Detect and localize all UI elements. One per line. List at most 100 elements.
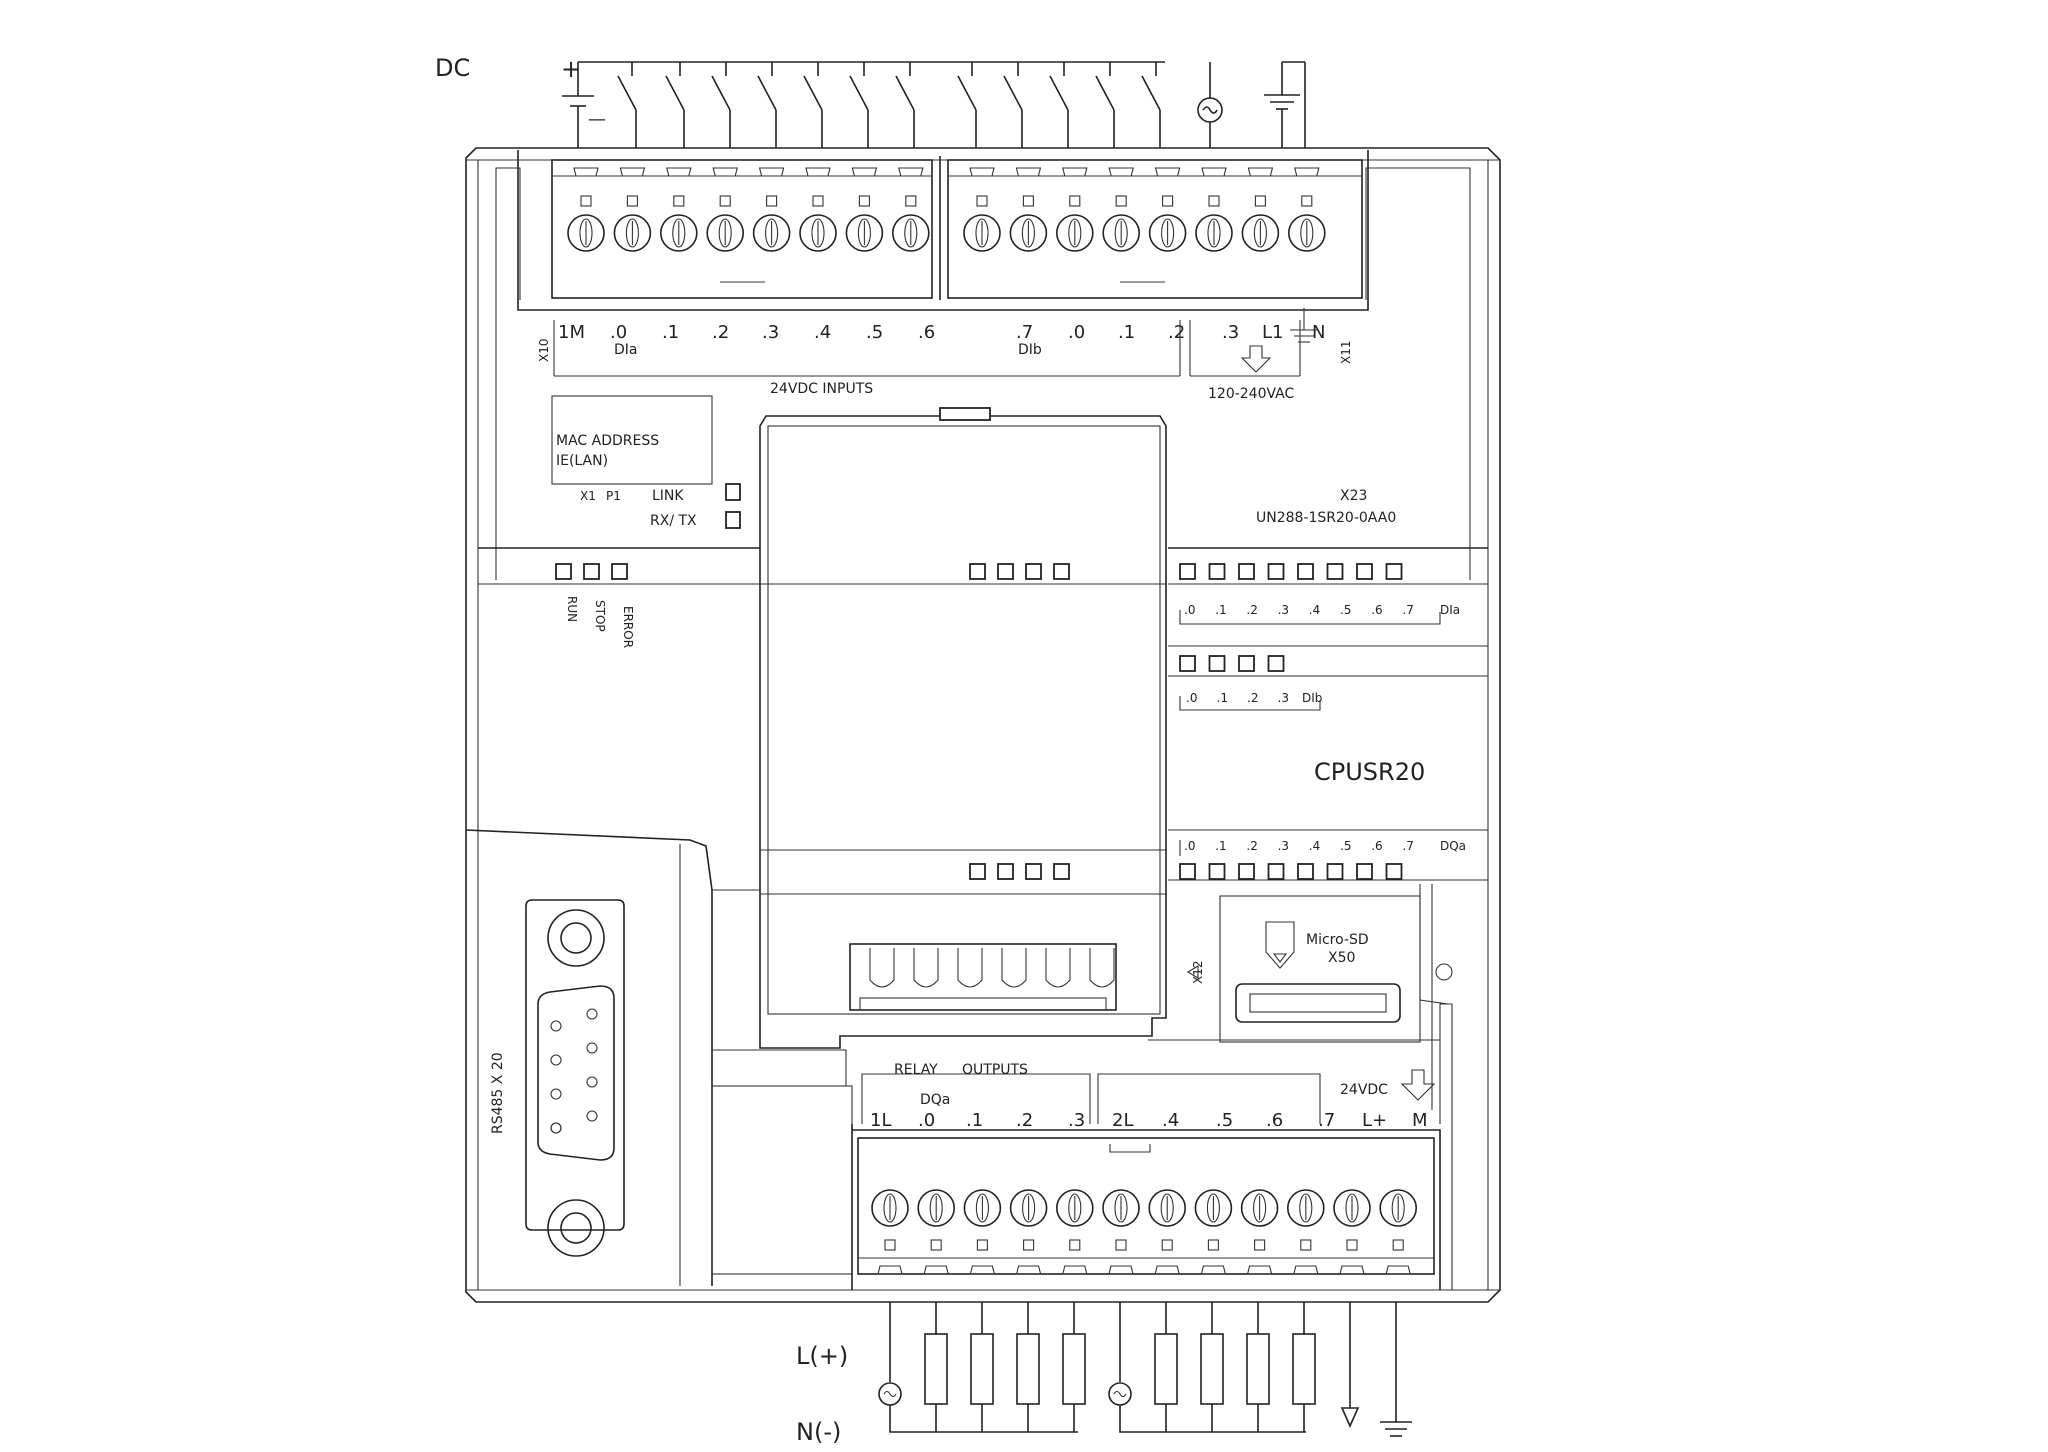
switch-contact bbox=[895, 75, 915, 111]
micro-sd-label: Micro-SD bbox=[1306, 932, 1369, 948]
comb-tooth bbox=[957, 948, 983, 988]
output-terminal-label: M bbox=[1412, 1110, 1428, 1131]
dia-led bbox=[1238, 563, 1255, 580]
dia-led bbox=[1385, 563, 1403, 580]
mac-address-label: MAC ADDRESS bbox=[556, 433, 659, 449]
terminal-screw bbox=[1195, 214, 1233, 252]
comb-tooth bbox=[913, 948, 939, 988]
dia-led-labels: .0.1.2.3.4.5.6.7 bbox=[1184, 603, 1414, 617]
wire bbox=[889, 1405, 1078, 1433]
output-terminal-label: L+ bbox=[1362, 1110, 1387, 1131]
switch-contact bbox=[1141, 75, 1161, 111]
error-led bbox=[611, 563, 628, 580]
terminal-square bbox=[719, 195, 731, 207]
terminal-square bbox=[673, 195, 685, 207]
dia-led bbox=[1179, 563, 1196, 580]
rxtx-label: RX/ TX bbox=[650, 513, 697, 529]
terminal-screw bbox=[845, 214, 884, 252]
p1-label: P1 bbox=[606, 489, 621, 503]
db9-connector bbox=[537, 985, 615, 1161]
network-panel: MAC ADDRESS IE(LAN) X1 P1 LINK RX/ TX X2… bbox=[551, 395, 1396, 529]
load-resistor bbox=[1016, 1333, 1040, 1405]
db9-pin bbox=[586, 1008, 598, 1020]
micro-sd-section: Micro-SD X50 X12 bbox=[1186, 895, 1421, 1043]
switch-contact bbox=[757, 75, 777, 111]
link-label: LINK bbox=[652, 488, 684, 504]
terminal-screw bbox=[752, 214, 791, 252]
terminal-screw bbox=[1288, 214, 1326, 252]
input-terminal-label: .2 bbox=[1168, 322, 1185, 343]
terminal-screw bbox=[1194, 1189, 1233, 1227]
terminal-square bbox=[1069, 1239, 1081, 1251]
arrow-down-icon bbox=[1340, 1407, 1360, 1428]
dia-led bbox=[1356, 563, 1373, 580]
led-label: .6 bbox=[1371, 603, 1382, 617]
load-resistor bbox=[1292, 1333, 1316, 1405]
input-terminal-label: .3 bbox=[1222, 322, 1239, 343]
led-label: .0 bbox=[1184, 839, 1195, 853]
switch-contact bbox=[665, 75, 685, 111]
arrow-down-icon bbox=[1400, 1069, 1436, 1101]
terminal-square bbox=[1162, 195, 1174, 207]
ie-lan-label: IE(LAN) bbox=[556, 453, 608, 469]
dqa-led-labels: .0.1.2.3.4.5.6.7 bbox=[1184, 839, 1414, 853]
dia-led bbox=[1297, 563, 1314, 580]
db9-pin bbox=[586, 1076, 598, 1088]
terminal-screw bbox=[613, 214, 652, 252]
comb-tooth bbox=[1001, 948, 1027, 988]
terminal-square bbox=[1254, 1239, 1266, 1251]
dia-led bbox=[1326, 563, 1344, 580]
terminal-screw bbox=[1333, 1189, 1371, 1227]
dia-led bbox=[1267, 563, 1285, 580]
l-plus-label: L(+) bbox=[796, 1342, 848, 1370]
switch-contact bbox=[1049, 75, 1069, 111]
switch-contact bbox=[957, 75, 977, 111]
link-led bbox=[725, 483, 741, 501]
switch-contact bbox=[1095, 75, 1115, 111]
x23-label: X23 bbox=[1340, 488, 1367, 504]
dia-leds bbox=[1179, 563, 1403, 580]
input-terminal-label: 1M bbox=[558, 322, 585, 343]
terminal-screw bbox=[1056, 1189, 1094, 1227]
right-leds: .0.1.2.3.4.5.6.7 DIa .0.1.2.3 DIb CPUSR2… bbox=[1179, 563, 1466, 880]
led-label: .7 bbox=[1402, 839, 1413, 853]
output-terminal-label: .3 bbox=[1068, 1110, 1085, 1131]
dqa-led bbox=[1267, 863, 1285, 880]
terminal-square bbox=[766, 195, 778, 207]
input-terminal-label: L1 bbox=[1262, 322, 1283, 343]
terminal-screw bbox=[917, 1189, 956, 1227]
output-terminal-label: .0 bbox=[918, 1110, 935, 1131]
expansion-bus bbox=[859, 997, 1107, 1011]
output-terminal-label: .4 bbox=[1162, 1110, 1179, 1131]
led-label: .6 bbox=[1371, 839, 1382, 853]
status-leds: RUN STOP ERROR bbox=[555, 563, 635, 648]
output-terminal-label: .6 bbox=[1266, 1110, 1283, 1131]
rs485-port: RS485 X 20 bbox=[490, 899, 625, 1257]
input-terminal-label: .6 bbox=[918, 322, 935, 343]
terminal-screw bbox=[567, 214, 605, 252]
top-terminal-block bbox=[567, 167, 1326, 252]
terminal-screw bbox=[1102, 214, 1140, 252]
input-switches bbox=[617, 62, 1161, 148]
input-terminal-label: .0 bbox=[1068, 322, 1085, 343]
load-resistor bbox=[924, 1333, 948, 1405]
output-terminal-label: 2L bbox=[1112, 1110, 1133, 1131]
output-labels: RELAY OUTPUTS DQa 24VDC 1L.0.1.2.3 2L.4.… bbox=[870, 1062, 1436, 1131]
input-terminal-label: .1 bbox=[1118, 322, 1135, 343]
terminal-square bbox=[1207, 1239, 1219, 1251]
expansion-connector bbox=[849, 943, 1117, 1011]
db9-pin bbox=[550, 1020, 562, 1032]
led-label: .1 bbox=[1217, 691, 1228, 705]
rxtx-led bbox=[725, 511, 741, 529]
relay-label: RELAY bbox=[894, 1062, 938, 1078]
db9-pin bbox=[550, 1088, 562, 1100]
run-label: RUN bbox=[565, 596, 579, 622]
terminal-square bbox=[580, 195, 592, 207]
led-label: .3 bbox=[1278, 839, 1289, 853]
n-minus-label: N(-) bbox=[796, 1418, 841, 1446]
dc-label: DC bbox=[435, 54, 470, 82]
load-resistor bbox=[970, 1333, 994, 1405]
bottom-terminal-block bbox=[871, 1189, 1417, 1275]
